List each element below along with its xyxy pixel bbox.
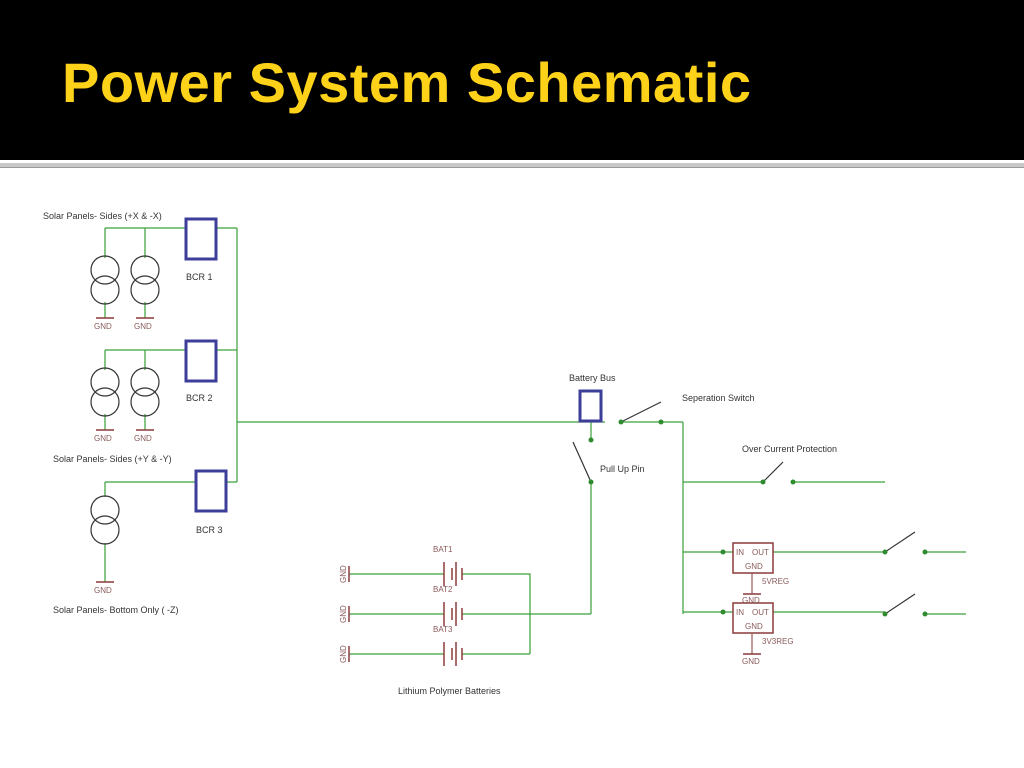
label-reg5: 5VREG — [762, 577, 789, 586]
solar-cell-icon — [90, 367, 120, 417]
reg33-box — [732, 602, 774, 634]
solar-cell-icon — [90, 255, 120, 305]
label-reg33: 3V3REG — [762, 637, 794, 646]
label-bcr1: BCR 1 — [186, 272, 213, 282]
label-pull-up-pin: Pull Up Pin — [600, 464, 645, 474]
label-bat3: BAT3 — [433, 625, 453, 634]
separation-switch-blade — [620, 401, 662, 423]
solar-cell-icon — [130, 367, 160, 417]
labels: Solar Panels- Sides (+X & -X) Solar Pane… — [43, 211, 837, 696]
label-gnd: GND — [339, 605, 348, 623]
part-labels: BAT1 BAT2 BAT3 GND GND GND GND GND 5VREG… — [94, 322, 794, 666]
over-current-switch-blade — [762, 461, 784, 483]
label-battery-bus: Battery Bus — [569, 373, 616, 383]
label-reg5-gnd: GND — [745, 562, 763, 571]
label-solar-sides-y: Solar Panels- Sides (+Y & -Y) — [53, 454, 172, 464]
label-over-current: Over Current Protection — [742, 444, 837, 454]
label-gnd: GND — [742, 657, 760, 666]
label-batteries: Lithium Polymer Batteries — [398, 686, 501, 696]
title-bar: Power System Schematic — [0, 0, 1024, 160]
bcr-boxes — [184, 217, 603, 513]
battery-bus-box — [578, 389, 603, 423]
label-reg5-in: IN — [736, 548, 744, 557]
output-switch-5v-blade — [884, 531, 916, 553]
label-gnd: GND — [94, 322, 112, 331]
battery-icon — [443, 642, 463, 666]
title-divider — [0, 163, 1024, 168]
label-gnd: GND — [94, 434, 112, 443]
battery-icon — [443, 562, 463, 586]
label-bat2: BAT2 — [433, 585, 453, 594]
label-gnd: GND — [134, 322, 152, 331]
pull-up-pin-blade — [572, 441, 592, 483]
bcr3-box — [194, 469, 228, 513]
output-switch-3v3-blade — [884, 593, 916, 615]
label-gnd: GND — [94, 586, 112, 595]
bcr2-box — [184, 339, 218, 383]
label-gnd: GND — [134, 434, 152, 443]
label-separation-switch: Seperation Switch — [682, 393, 755, 403]
reg5-box — [732, 542, 774, 574]
label-gnd: GND — [339, 645, 348, 663]
label-solar-sides-x: Solar Panels- Sides (+X & -X) — [43, 211, 162, 221]
label-gnd: GND — [339, 565, 348, 583]
solar-cells — [90, 255, 160, 545]
label-reg33-gnd: GND — [745, 622, 763, 631]
label-reg33-out: OUT — [752, 608, 769, 617]
label-reg33-in: IN — [736, 608, 744, 617]
switch-blades — [572, 401, 916, 615]
battery-icon — [443, 602, 463, 626]
label-gnd: GND — [742, 596, 760, 605]
label-solar-bottom: Solar Panels- Bottom Only ( -Z) — [53, 605, 179, 615]
solar-cell-icon — [130, 255, 160, 305]
wires — [104, 227, 966, 655]
slide-title: Power System Schematic — [62, 51, 752, 114]
solar-cell-icon — [90, 495, 120, 545]
battery-gnd-labels: GND GND GND — [339, 565, 348, 663]
label-bat1: BAT1 — [433, 545, 453, 554]
ground-symbols — [96, 317, 761, 662]
batteries — [443, 562, 463, 666]
label-reg5-out: OUT — [752, 548, 769, 557]
regulators — [732, 542, 774, 634]
label-bcr2: BCR 2 — [186, 393, 213, 403]
nodes — [588, 419, 928, 617]
label-bcr3: BCR 3 — [196, 525, 223, 535]
bcr1-box — [184, 217, 218, 261]
